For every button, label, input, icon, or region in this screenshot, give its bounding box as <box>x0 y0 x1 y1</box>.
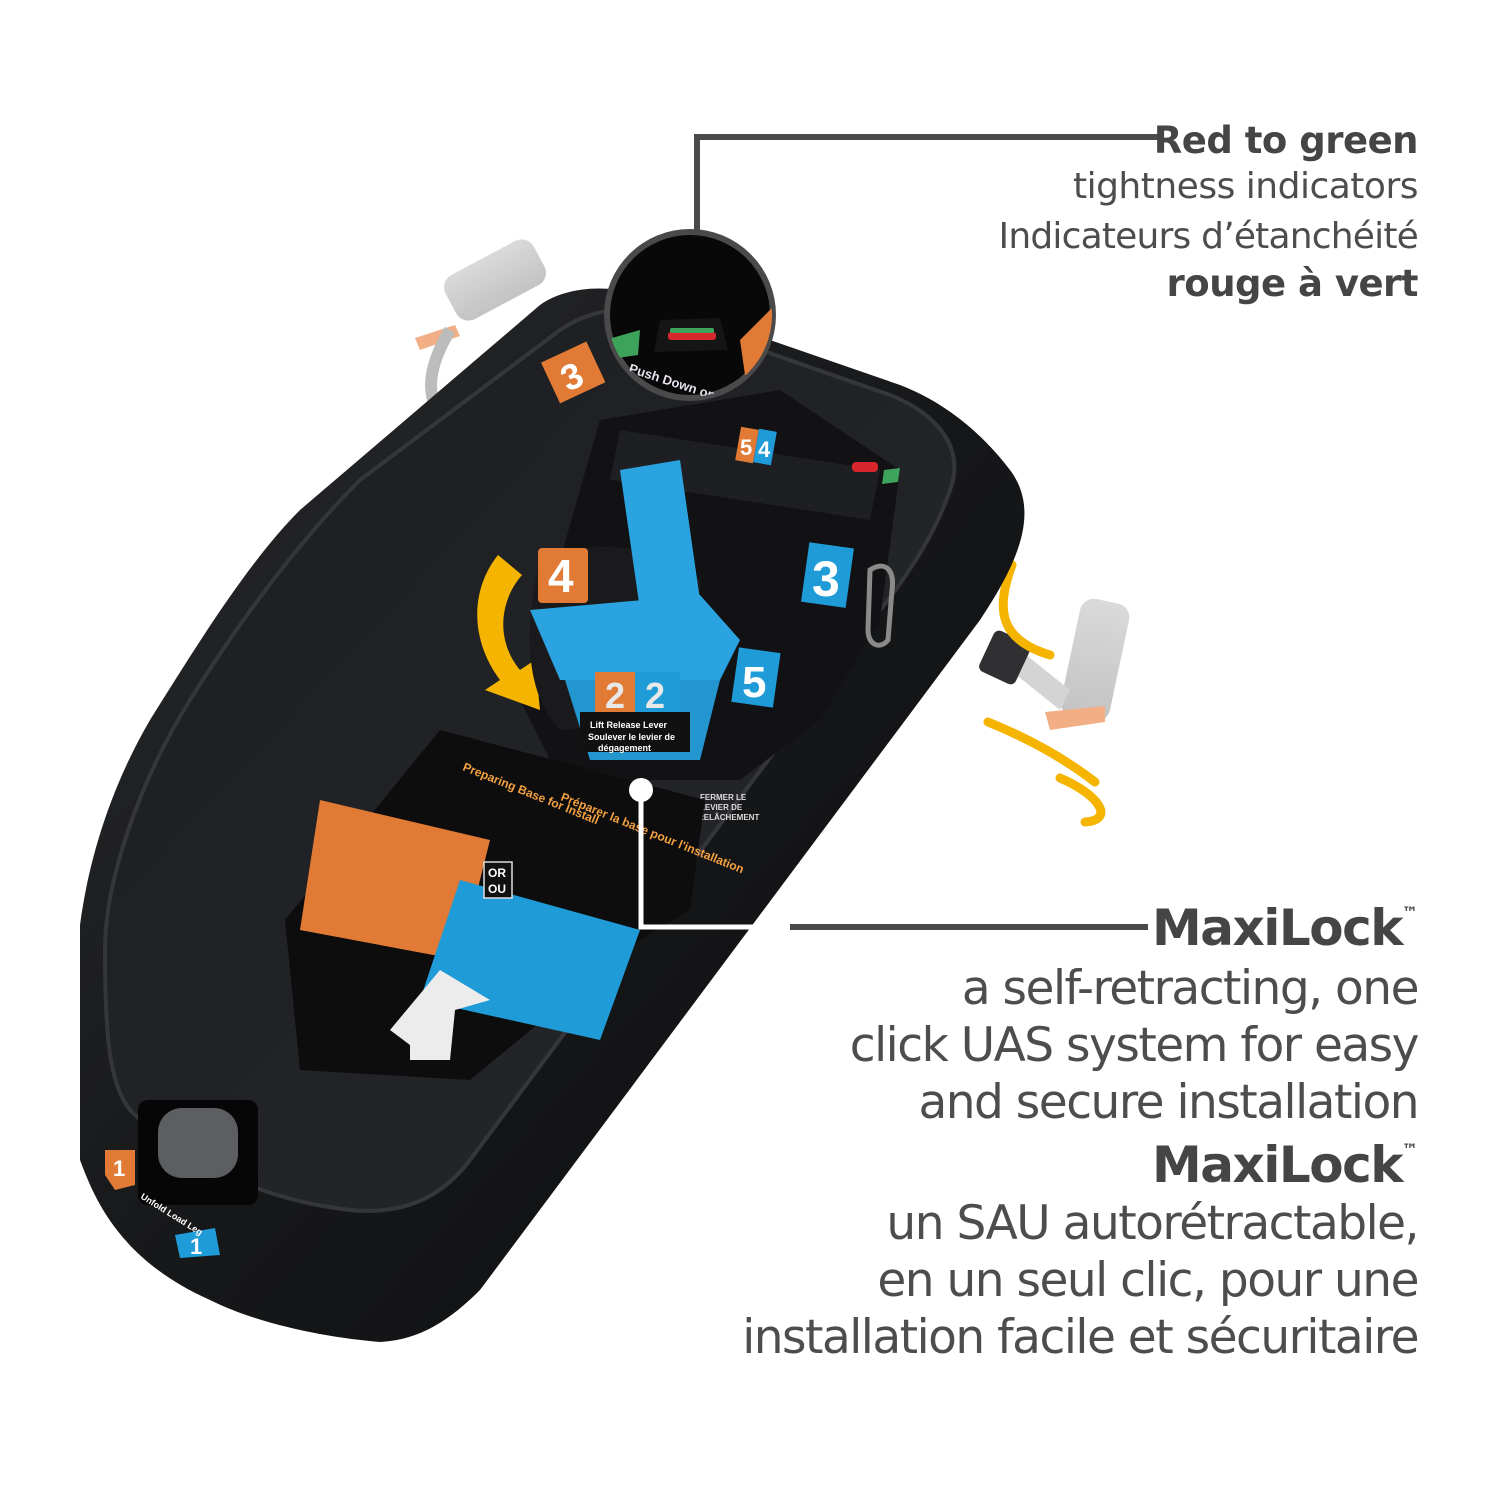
callout-maxilock: MaxiLock™ a self-retracting, one click U… <box>742 903 1420 1371</box>
svg-text:OU: OU <box>488 882 506 896</box>
sticker-3-orange: 3 <box>541 341 606 404</box>
svg-text:OR: OR <box>488 866 506 880</box>
trademark-symbol-fr: ™ <box>1402 1140 1418 1159</box>
svg-text:Soulever le levier de: Soulever le levier de <box>588 732 675 742</box>
svg-text:FERMER LE: FERMER LE <box>700 793 747 802</box>
svg-text:4: 4 <box>548 550 574 602</box>
svg-text:1: 1 <box>190 1234 202 1259</box>
maxilock-desc-fr-line-1: un SAU autorétractable, <box>886 1196 1419 1251</box>
tightness-indicator-green <box>882 468 900 484</box>
svg-text:3: 3 <box>812 551 840 607</box>
belt-lockoff <box>865 563 896 648</box>
callout-tightness-indicators: Red to green tightness indicators Indica… <box>998 119 1419 305</box>
tightness-body-en: tightness indicators <box>1072 166 1419 207</box>
tightness-indicator-red <box>852 462 878 472</box>
retract-motion-lines <box>983 560 1106 827</box>
sticker-5-4: 5 4 <box>735 426 777 466</box>
trademark-symbol: ™ <box>1402 903 1418 922</box>
maxilock-name: MaxiLock <box>1152 899 1404 957</box>
maxilock-desc-en-line-1: a self-retracting, one <box>961 961 1420 1016</box>
sticker-4-orange: 4 <box>538 548 588 603</box>
svg-text:1: 1 <box>113 1156 125 1181</box>
magnifier-tightness-indicator: Push Down on Base Indicator St <box>604 229 776 401</box>
right-uas-connector <box>979 598 1130 730</box>
svg-text:dégagement: dégagement <box>598 743 651 753</box>
tightness-title-fr: rouge à vert <box>1166 262 1419 305</box>
svg-text:Lift Release Lever: Lift Release Lever <box>590 720 668 730</box>
svg-text:LEVIER DE: LEVIER DE <box>700 803 743 812</box>
sticker-5-blue: 5 FERMER LE LEVIER DE RELÂCHEMENT <box>698 647 781 822</box>
svg-text:2: 2 <box>605 675 625 716</box>
callout-line-tightness <box>694 134 1160 232</box>
rotate-arrow-icon <box>477 555 540 710</box>
tightness-body-fr: Indicateurs d’étanchéité <box>998 216 1419 257</box>
sticker-3-blue: 3 <box>801 542 854 608</box>
maxilock-release-handle: 2 2 Lift Release Lever Soulever le levie… <box>530 460 740 760</box>
maxilock-name-fr: MaxiLock <box>1152 1136 1404 1194</box>
tightness-title-en: Red to green <box>1153 119 1419 162</box>
maxilock-title-en: MaxiLock™ <box>742 903 1418 953</box>
svg-text:5: 5 <box>742 658 766 707</box>
callout-line-maxilock <box>629 778 1148 930</box>
svg-text:2: 2 <box>645 675 665 716</box>
svg-text:4: 4 <box>758 437 771 462</box>
maxilock-desc-en-line-3: and secure installation <box>918 1075 1419 1130</box>
maxilock-desc-fr-line-2: en un seul clic, pour une <box>877 1253 1419 1308</box>
maxilock-desc-fr-line-3: installation facile et sécuritaire <box>742 1310 1419 1365</box>
maxilock-title-fr: MaxiLock™ <box>742 1140 1418 1190</box>
maxilock-desc-en-line-2: click UAS system for easy <box>849 1018 1420 1073</box>
svg-text:5: 5 <box>740 435 752 460</box>
svg-text:RELÂCHEMENT: RELÂCHEMENT <box>698 813 759 822</box>
